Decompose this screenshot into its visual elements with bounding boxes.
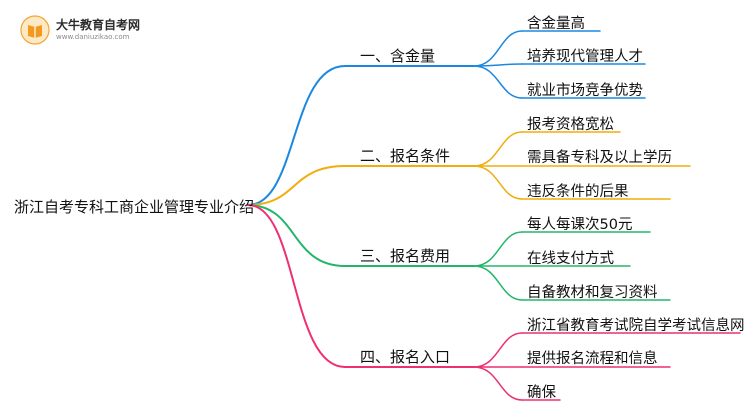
leaf-3-1-connector [473,231,523,267]
branch-2-connector [247,165,346,206]
root-node-label: 浙江自考专科工商企业管理专业介绍 [14,198,255,216]
leaf-4-1: 浙江省教育考试院自学考试信息网 [527,318,745,334]
leaf-4-2: 提供报名流程和信息 [527,351,658,367]
branch-2-label: 二、报名条件 [360,147,451,165]
book-logo-icon [20,15,50,45]
leaf-3-1: 每人每课次50元 [527,217,633,233]
logo-url: www.daniuzikao.com [56,33,130,41]
leaf-2-1-connector [473,131,523,167]
leaf-1-1-connector [473,30,523,67]
leaf-2-3: 违反条件的后果 [527,184,629,200]
site-logo[interactable]: 大牛教育自考网 www.daniuzikao.com [20,14,180,48]
leaf-4-3: 确保 [527,385,556,401]
branch-3-label: 三、报名费用 [360,247,451,265]
leaf-3-3: 自备教材和复习资料 [527,285,658,301]
leaf-2-3-connector [473,165,523,200]
leaf-2-2: 需具备专科及以上学历 [527,150,672,166]
leaf-1-3: 就业市场竞争优势 [527,83,643,99]
branch-1-connector [247,65,346,206]
branch-1-label: 一、含金量 [360,47,436,65]
leaf-2-1: 报考资格宽松 [527,117,614,133]
leaf-1-3-connector [473,65,523,99]
leaf-3-2: 在线支付方式 [527,251,614,267]
logo-title: 大牛教育自考网 [56,18,141,32]
leaf-1-1: 含金量高 [527,16,585,32]
branch-3-connector [247,204,346,267]
leaf-4-1-connector [473,332,523,368]
branch-4-label: 四、报名入口 [360,348,451,366]
branch-4-connector [247,204,346,368]
leaf-3-3-connector [473,265,523,301]
leaf-1-2: 培养现代管理人才 [527,49,643,65]
leaf-4-3-connector [473,366,523,401]
